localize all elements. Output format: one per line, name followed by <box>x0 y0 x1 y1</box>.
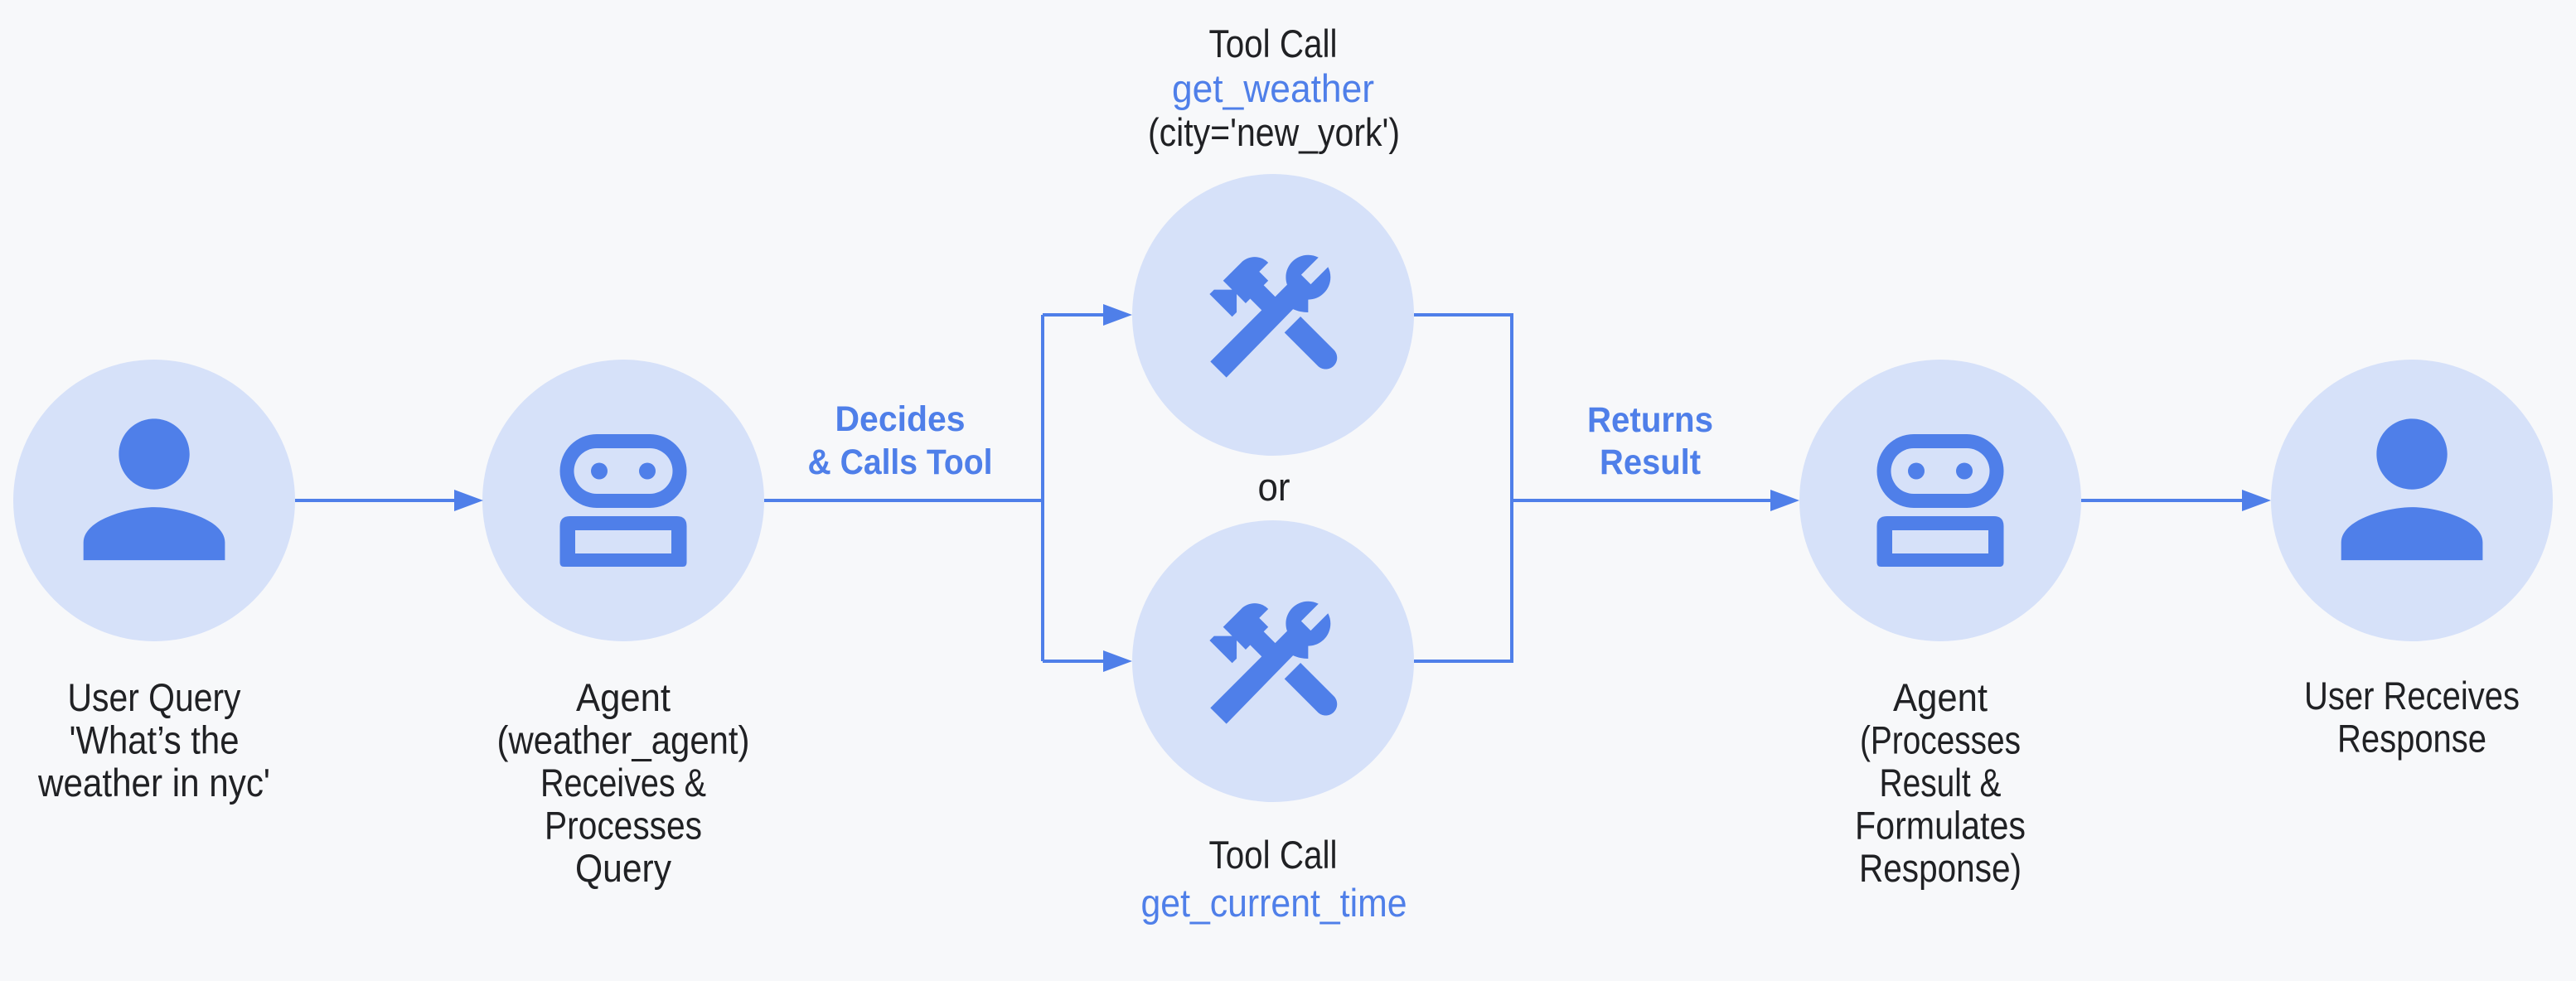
svg-text:Decides: Decides <box>835 399 966 439</box>
svg-text:Agent: Agent <box>1893 675 1988 719</box>
svg-text:Query: Query <box>575 846 671 890</box>
svg-text:Returns: Returns <box>1587 400 1713 440</box>
svg-text:User Receives: User Receives <box>2304 674 2520 718</box>
svg-text:Agent: Agent <box>576 675 671 719</box>
svg-text:Response: Response <box>2337 717 2486 761</box>
svg-text:(city='new_york'): (city='new_york') <box>1148 110 1400 154</box>
svg-text:get_weather: get_weather <box>1172 66 1374 110</box>
svg-text:Receives &: Receives & <box>540 761 706 805</box>
svg-text:(Processes: (Processes <box>1860 718 2021 762</box>
svg-text:Result: Result <box>1600 442 1701 482</box>
svg-text:Response): Response) <box>1859 846 2022 890</box>
svg-text:User Query: User Query <box>68 675 241 719</box>
svg-text:get_current_time: get_current_time <box>1141 881 1407 925</box>
svg-text:Tool Call: Tool Call <box>1209 22 1338 65</box>
svg-text:weather in nyc': weather in nyc' <box>37 761 270 805</box>
svg-text:Tool Call: Tool Call <box>1209 833 1338 877</box>
svg-text:or: or <box>1258 465 1290 509</box>
svg-text:& Calls Tool: & Calls Tool <box>808 442 993 482</box>
svg-text:'What’s the: 'What’s the <box>70 718 240 762</box>
svg-text:Formulates: Formulates <box>1855 804 2026 848</box>
svg-text:Result &: Result & <box>1880 761 2002 805</box>
svg-text:(weather_agent): (weather_agent) <box>497 718 750 762</box>
svg-text:Processes: Processes <box>545 804 702 848</box>
